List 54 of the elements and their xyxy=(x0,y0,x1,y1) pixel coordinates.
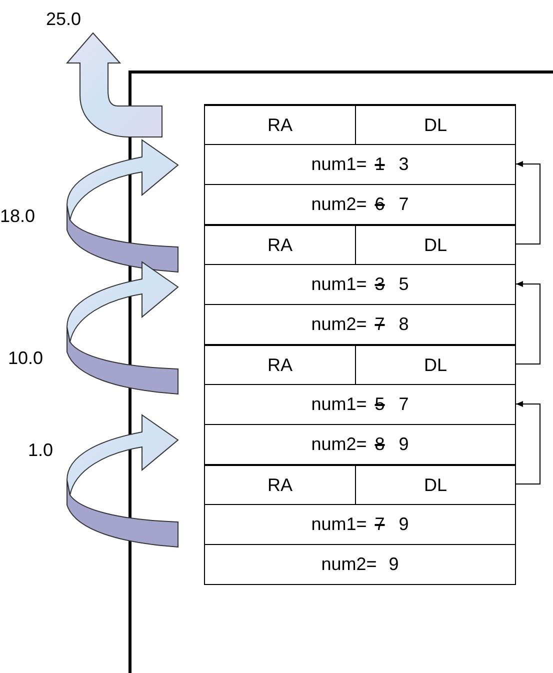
dynamic-link-arrow xyxy=(516,401,540,484)
variable-cell xyxy=(204,304,516,345)
dynamic-link-cell xyxy=(355,464,516,505)
cell-text: DL xyxy=(424,354,447,376)
cell-value: 3 xyxy=(398,154,409,175)
return-address-cell xyxy=(204,464,356,505)
cell-text: RA xyxy=(267,234,292,256)
struck-value: 3 xyxy=(374,274,385,295)
struck-value: 7 xyxy=(374,514,385,535)
value-label: 10.0 xyxy=(8,348,44,369)
cell-value: 8 xyxy=(398,314,409,335)
cell-value: 7 xyxy=(398,194,409,215)
return-address-cell xyxy=(204,224,356,265)
variable-cell xyxy=(204,184,516,225)
cell-text: num2= xyxy=(311,314,367,335)
cell-text: DL xyxy=(424,234,447,256)
cell-value: 5 xyxy=(398,274,409,295)
cell-text: RA xyxy=(267,114,292,136)
struck-value: 5 xyxy=(374,394,385,415)
dynamic-link-cell xyxy=(355,224,516,265)
cell-text: num1= xyxy=(311,514,367,535)
struck-value: 1 xyxy=(374,154,385,175)
dynamic-link-arrow xyxy=(516,161,540,244)
cell-value: 7 xyxy=(398,394,409,415)
variable-cell xyxy=(204,544,516,585)
cell-text: DL xyxy=(424,474,447,496)
cell-text: num1= xyxy=(311,274,367,295)
value-label: 18.0 xyxy=(0,206,36,227)
cell-text: num2= xyxy=(311,434,367,455)
value-label: 25.0 xyxy=(46,9,82,30)
cell-value: 9 xyxy=(398,514,409,535)
variable-cell xyxy=(204,264,516,305)
cell-text: RA xyxy=(267,474,292,496)
dynamic-link-cell xyxy=(355,104,516,145)
value-label: 1.0 xyxy=(28,440,54,461)
cell-value: 9 xyxy=(388,554,399,575)
variable-cell xyxy=(204,144,516,185)
dynamic-link-cell xyxy=(355,344,516,385)
struck-value: 6 xyxy=(374,194,385,215)
struck-value: 8 xyxy=(374,434,385,455)
variable-cell xyxy=(204,384,516,425)
struck-value: 7 xyxy=(374,314,385,335)
variable-cell xyxy=(204,504,516,545)
return-address-cell xyxy=(204,104,356,145)
cell-text: RA xyxy=(267,354,292,376)
cell-text: num2= xyxy=(321,554,377,575)
cell-value: 9 xyxy=(398,434,409,455)
cell-text: DL xyxy=(424,114,447,136)
cell-text: num1= xyxy=(311,154,367,175)
return-address-cell xyxy=(204,344,356,385)
variable-cell xyxy=(204,424,516,465)
cell-text: num2= xyxy=(311,194,367,215)
dynamic-link-arrow xyxy=(516,281,540,364)
cell-text: num1= xyxy=(311,394,367,415)
